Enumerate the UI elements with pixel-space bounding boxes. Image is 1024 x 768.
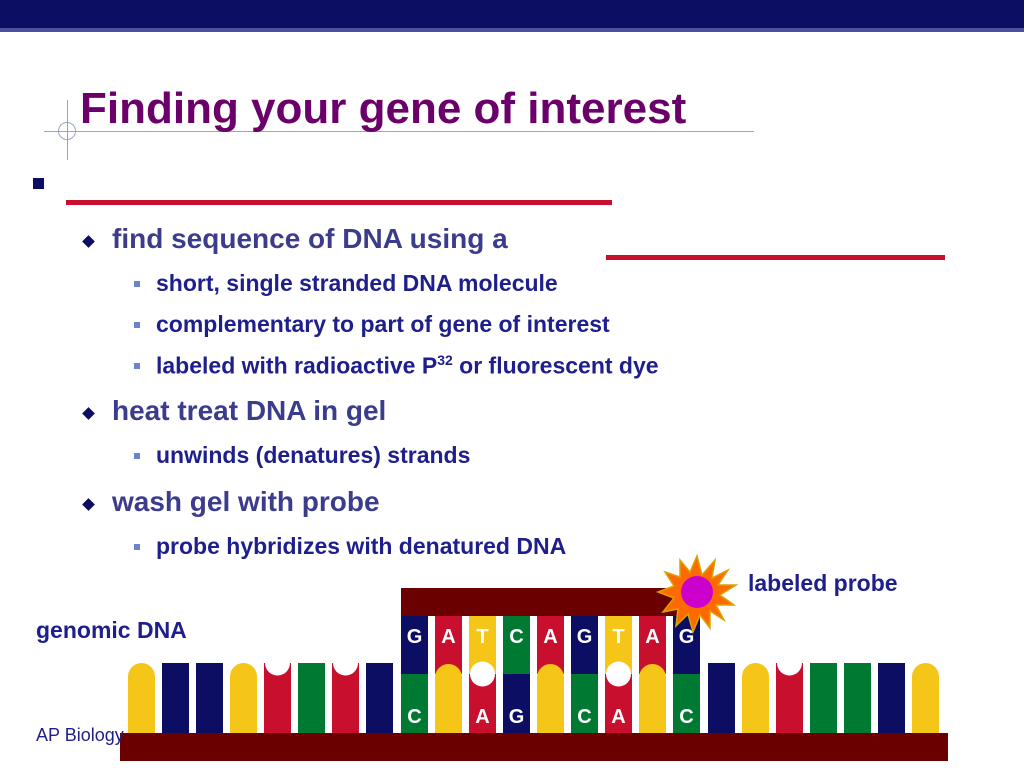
probe-base: A xyxy=(639,616,666,674)
complement-base xyxy=(605,661,632,733)
complement-base xyxy=(435,664,462,733)
complement-base xyxy=(537,664,564,733)
probe-backbone xyxy=(401,588,699,616)
probe-base-letter: A xyxy=(645,626,659,648)
fill-in-blank-2 xyxy=(606,255,945,260)
probe-base-letter: G xyxy=(407,626,423,648)
sub-bullet-icon xyxy=(134,544,140,550)
probe-base: C xyxy=(503,616,530,674)
labeled-text: labeled with radioactive P xyxy=(156,352,438,379)
probe-base-letter: T xyxy=(476,626,488,648)
top-banner xyxy=(0,0,1024,28)
complement-base-letter: C xyxy=(577,706,591,728)
complement-base xyxy=(469,661,496,733)
genomic-bases-right xyxy=(708,650,939,733)
complement-base-letter: A xyxy=(475,706,489,728)
genomic-backbone xyxy=(120,733,948,761)
probe-base: T xyxy=(605,616,632,674)
genomic-base xyxy=(162,663,189,733)
genomic-base xyxy=(912,663,939,733)
sub-bullet-icon xyxy=(134,363,140,369)
starburst-icon xyxy=(655,553,739,635)
genomic-base xyxy=(230,663,257,733)
genomic-base xyxy=(298,663,325,733)
complement-base xyxy=(639,664,666,733)
probe-base: G xyxy=(401,616,428,674)
fill-in-blank-1 xyxy=(66,200,612,205)
bullet-square-icon xyxy=(33,178,44,189)
dye-text: or fluorescent dye xyxy=(459,352,659,379)
genomic-base xyxy=(196,663,223,733)
probe-base-letter: A xyxy=(441,626,455,648)
genomic-base xyxy=(366,663,393,733)
crosshair-circle-icon xyxy=(58,122,76,140)
genomic-base xyxy=(810,663,837,733)
genomic-base xyxy=(128,663,155,733)
genomic-base xyxy=(844,663,871,733)
probe-base-letter: C xyxy=(509,626,523,648)
sub-bullet-complementary: complementary to part of gene of interes… xyxy=(156,311,610,337)
bullet-heat-treat: heat treat DNA in gel xyxy=(112,395,387,426)
probe-base-letter: G xyxy=(679,626,695,648)
probe-base: G xyxy=(571,616,598,674)
complement-base-letter: G xyxy=(509,706,525,728)
genomic-base xyxy=(708,663,735,733)
complement-base-letter: A xyxy=(611,706,625,728)
genomic-base xyxy=(264,650,291,733)
complement-base xyxy=(503,674,530,733)
probe-base-letter: A xyxy=(543,626,557,648)
sub-bullet-labeled: labeled with radioactive P32 or fluoresc… xyxy=(156,352,659,380)
complement-base xyxy=(401,674,428,733)
genomic-base xyxy=(878,663,905,733)
sub-bullet-icon xyxy=(134,281,140,287)
slide-title: Finding your gene of interest xyxy=(80,84,687,133)
isotope-superscript: 32 xyxy=(437,352,453,368)
sub-bullet-icon xyxy=(134,322,140,328)
sub-bullet-single-stranded: short, single stranded DNA molecule xyxy=(156,270,558,296)
complement-base-letter: C xyxy=(407,706,421,728)
genomic-bases-left xyxy=(128,650,393,733)
complement-base xyxy=(673,674,700,733)
genomic-base xyxy=(332,650,359,733)
bullet-find-sequence: find sequence of DNA using a xyxy=(112,223,508,254)
genomic-base xyxy=(742,663,769,733)
sub-bullet-hybridizes: probe hybridizes with denatured DNA xyxy=(156,533,567,559)
complement-base xyxy=(571,674,598,733)
complement-base-letter: C xyxy=(679,706,693,728)
footer-ap-biology: AP Biology xyxy=(36,725,124,745)
top-banner-stripe xyxy=(0,28,1024,32)
label-genomic-dna: genomic DNA xyxy=(36,617,187,643)
probe-base-letter: G xyxy=(577,626,593,648)
crosshair-line xyxy=(44,131,754,132)
genomic-base xyxy=(776,650,803,733)
probe-base-letter: T xyxy=(612,626,624,648)
sub-bullet-unwinds: unwinds (denatures) strands xyxy=(156,442,471,468)
sub-bullet-icon xyxy=(134,453,140,459)
label-labeled-probe: labeled probe xyxy=(748,570,898,596)
bullet-wash-gel: wash gel with probe xyxy=(112,486,380,517)
